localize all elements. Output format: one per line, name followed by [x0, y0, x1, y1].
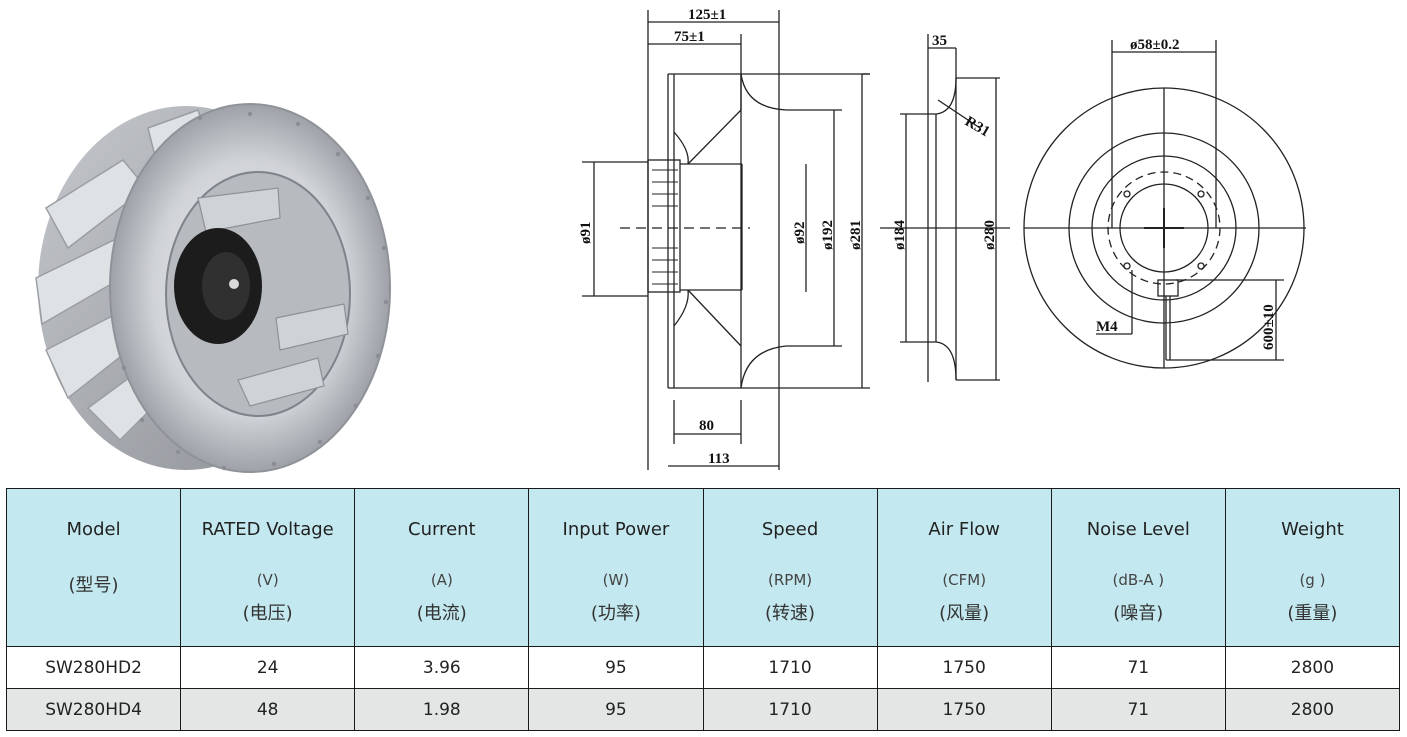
dim-80: 80 — [699, 418, 714, 434]
cell-current: 3.96 — [354, 646, 530, 689]
header-speed: Speed (RPM) (转速) — [702, 488, 878, 647]
table-header-row: Model (型号) RATED Voltage (V) (电压) Curren… — [5, 488, 1401, 647]
dim-r31: R31 — [962, 114, 992, 141]
header-label: RATED Voltage — [201, 519, 334, 540]
header-noise-level: Noise Level (dB-A ) (噪音) — [1050, 488, 1226, 647]
dim-281: ø281 — [848, 220, 864, 250]
header-cn: (风量) — [939, 603, 990, 624]
cell-weight: 2800 — [1224, 646, 1401, 689]
header-unit: (A) — [430, 571, 453, 589]
header-label: Input Power — [562, 519, 670, 540]
header-voltage: RATED Voltage (V) (电压) — [180, 488, 356, 647]
cell-noise-level: 71 — [1050, 688, 1226, 731]
table-row: SW280HD2 24 3.96 95 1710 1750 71 2800 — [5, 646, 1401, 689]
dim-184: ø184 — [892, 220, 908, 251]
dim-125: 125±1 — [688, 7, 726, 23]
cell-voltage: 24 — [180, 646, 356, 689]
cell-air-flow: 1750 — [876, 646, 1052, 689]
centrifugal-fan-photo — [35, 103, 391, 473]
cell-model: SW280HD4 — [5, 688, 182, 731]
header-unit: (RPM) — [768, 571, 813, 589]
header-cn: (噪音) — [1113, 603, 1164, 624]
cell-noise-level: 71 — [1050, 646, 1226, 689]
header-label: Weight — [1281, 519, 1344, 540]
cell-voltage: 48 — [180, 688, 356, 731]
cell-current: 1.98 — [354, 688, 530, 731]
header-model: Model (型号) — [5, 488, 182, 647]
cell-speed: 1710 — [702, 688, 878, 731]
header-label: Current — [408, 519, 476, 540]
cell-speed: 1710 — [702, 646, 878, 689]
cell-weight: 2800 — [1224, 688, 1401, 731]
header-cn: (电流) — [416, 603, 467, 624]
dim-cable: 600±10 — [1261, 304, 1277, 350]
dim-91: ø91 — [578, 222, 594, 245]
header-input-power: Input Power (W) (功率) — [528, 488, 704, 647]
header-label: Air Flow — [928, 519, 1000, 540]
dim-113: 113 — [708, 451, 730, 467]
spec-table: Model (型号) RATED Voltage (V) (电压) Curren… — [5, 488, 1401, 731]
header-unit: (V) — [256, 571, 279, 589]
cell-model: SW280HD2 — [5, 646, 182, 689]
cell-input-power: 95 — [528, 646, 704, 689]
dim-35: 35 — [932, 33, 947, 49]
header-air-flow: Air Flow (CFM) (风量) — [876, 488, 1052, 647]
header-cn: (型号) — [68, 575, 119, 596]
header-weight: Weight (g ) (重量) — [1224, 488, 1401, 647]
dim-75: 75±1 — [674, 29, 705, 45]
cell-air-flow: 1750 — [876, 688, 1052, 731]
header-cn: (重量) — [1287, 603, 1338, 624]
header-unit: (W) — [602, 571, 630, 589]
technical-drawings: 125±1 75±1 ø91 ø92 ø192 ø281 80 113 35 R… — [578, 7, 1306, 470]
dim-58: ø58±0.2 — [1130, 37, 1179, 53]
header-unit: (CFM) — [942, 571, 987, 589]
dim-m4: M4 — [1096, 319, 1118, 335]
dim-280: ø280 — [982, 220, 998, 250]
header-current: Current (A) (电流) — [354, 488, 530, 647]
table-row: SW280HD4 48 1.98 95 1710 1750 71 2800 — [5, 688, 1401, 731]
dim-192: ø192 — [820, 220, 836, 250]
cell-input-power: 95 — [528, 688, 704, 731]
header-cn: (功率) — [590, 603, 641, 624]
header-label: Speed — [761, 519, 819, 540]
header-cn: (转速) — [765, 603, 816, 624]
header-label: Model — [66, 519, 121, 540]
header-label: Noise Level — [1086, 519, 1190, 540]
dim-92: ø92 — [792, 222, 808, 245]
header-unit: (dB-A ) — [1112, 571, 1165, 589]
header-cn: (电压) — [242, 603, 293, 624]
header-unit: (g ) — [1299, 571, 1326, 589]
